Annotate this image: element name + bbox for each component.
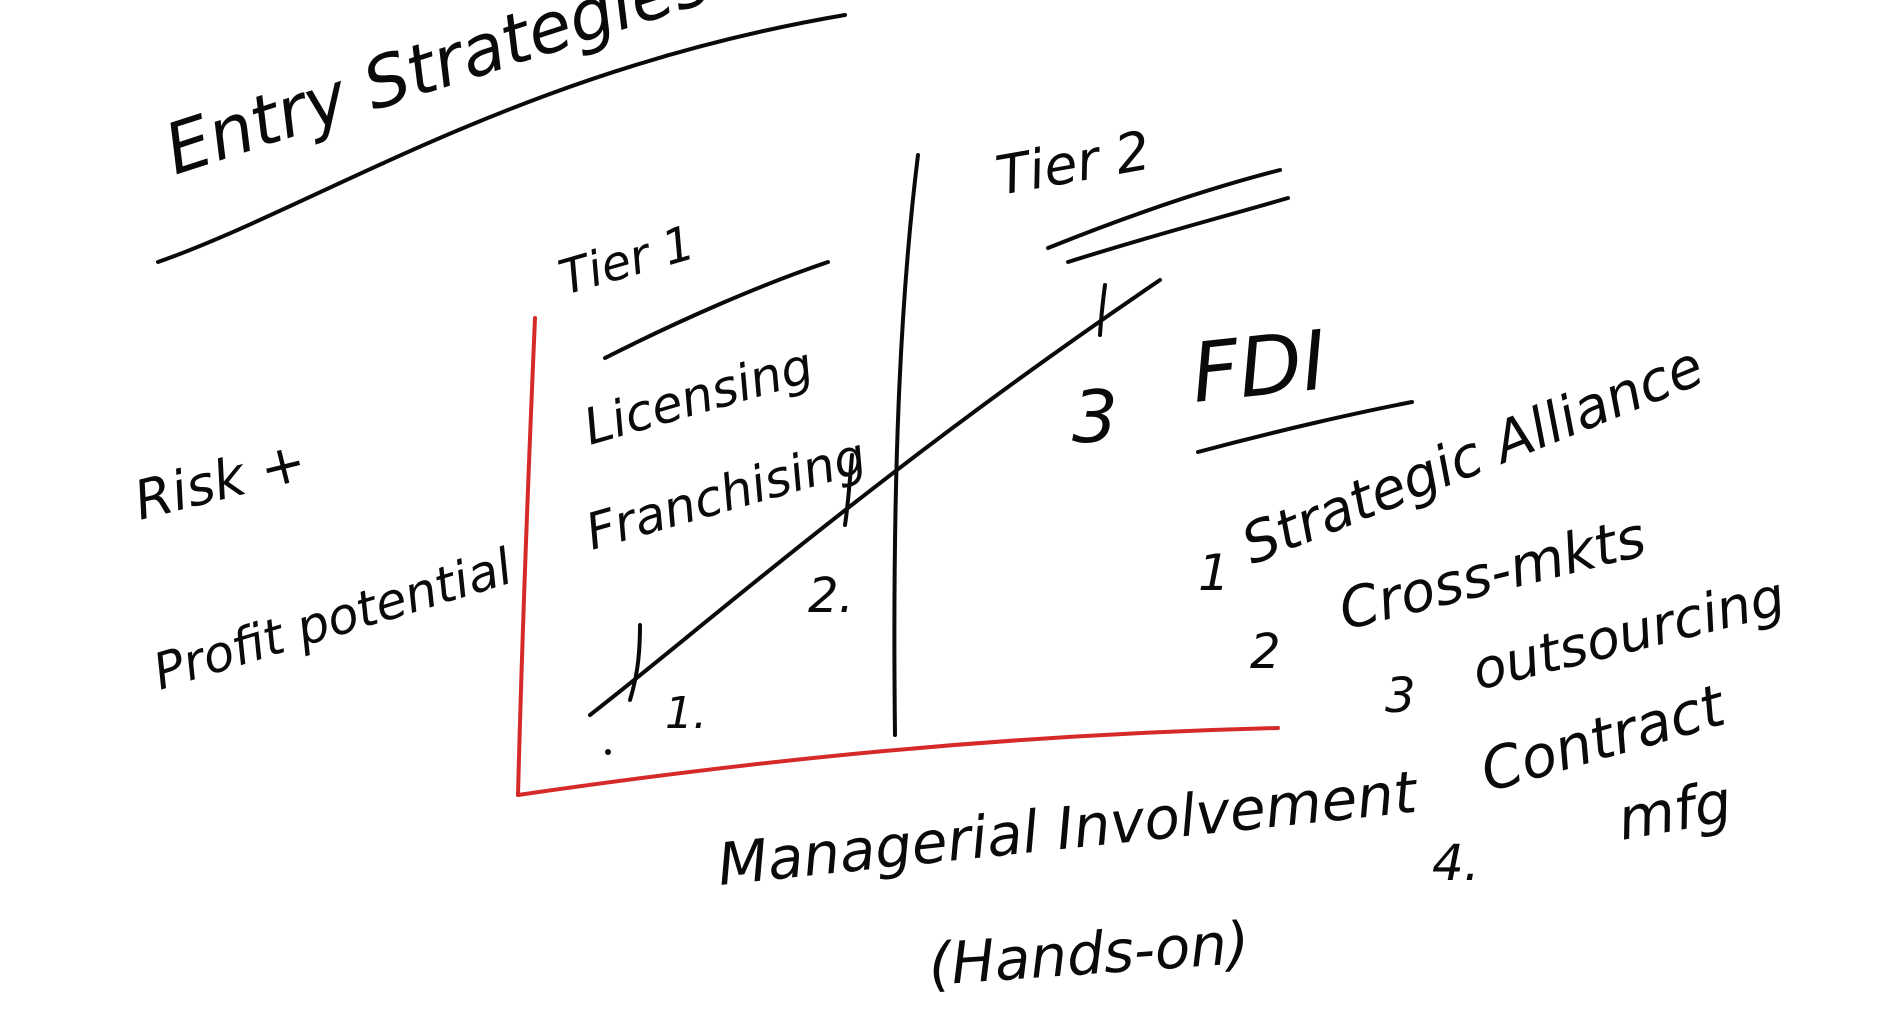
title-underline [156,13,847,264]
trend-point-2-label: 2. [808,568,854,624]
x-axis-label-line1: Managerial Involvement [714,758,1421,899]
origin-dot [605,749,611,755]
y-axis-label-line2: Profit potential [147,537,519,701]
x-axis [516,726,1280,797]
fdi-item-4-text: mfg [1613,767,1737,854]
trend-tick-1 [628,623,642,702]
diagram-title: Entry Strategies [155,0,719,191]
tier-2-underline-1 [1046,168,1282,250]
trend-tick-2 [843,453,854,527]
fdi-item-3-number: 3 [1385,668,1416,724]
fdi-item-4-number: 4. [1432,834,1480,892]
x-axis-label-line2: (Hands-on) [926,909,1251,999]
tier-divider-line [892,153,920,737]
fdi-label: FDI [1187,313,1331,422]
trend-tick-3 [1098,283,1107,337]
fdi-item-1-number: 1 [1198,544,1230,602]
trend-line [588,278,1162,717]
trend-point-3-label: 3 [1072,375,1118,459]
fdi-item-2-number: 2 [1250,624,1281,680]
y-axis-label-line1: Risk + [128,429,312,532]
trend-point-1-label: 1. [665,688,707,739]
tier-1-label: Tier 1 [553,215,701,307]
fdi-underline [1196,400,1414,454]
tier-1-underline [603,260,830,360]
y-axis [516,316,537,797]
tier-2-underline-2 [1066,196,1290,264]
tier-2-label: Tier 2 [991,119,1155,208]
